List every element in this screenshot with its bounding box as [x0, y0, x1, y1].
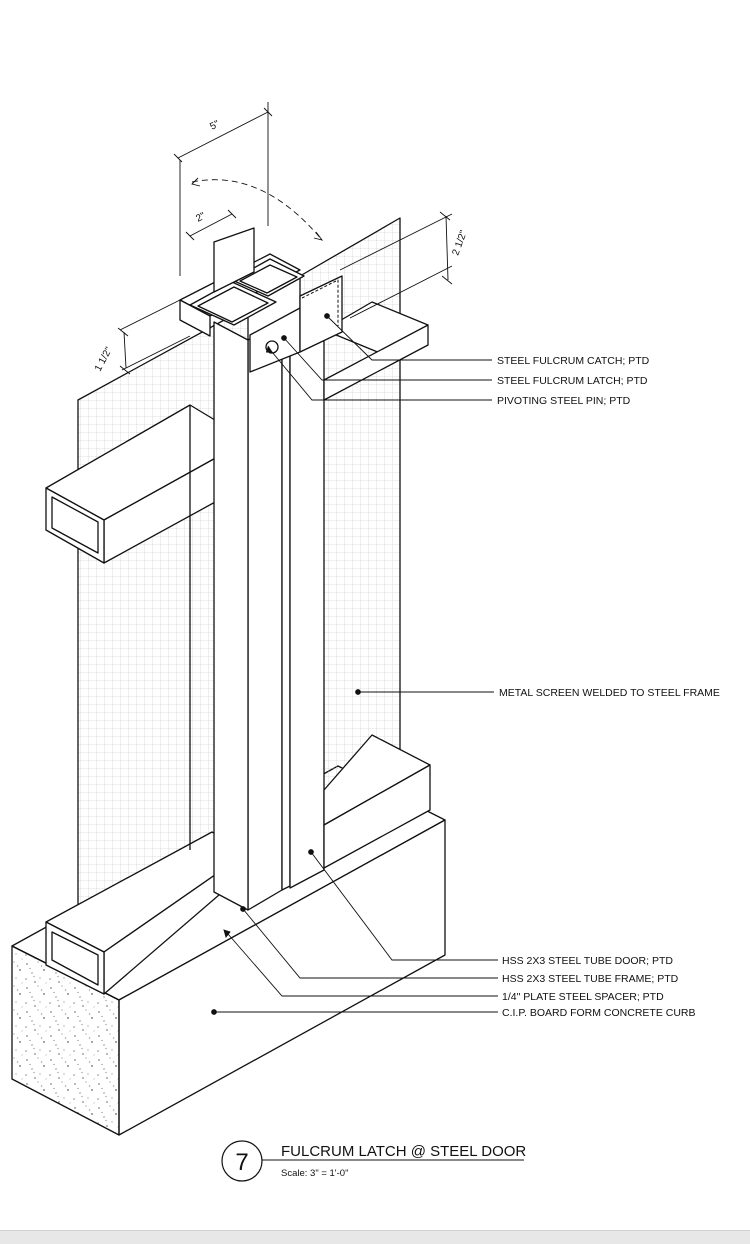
title-block: 7 FULCRUM LATCH @ STEEL DOOR Scale: 3" =… — [221, 1140, 526, 1182]
callout-tube-frame: HSS 2X3 STEEL TUBE FRAME; PTD — [502, 973, 679, 985]
callout-metal-screen: METAL SCREEN WELDED TO STEEL FRAME — [499, 687, 720, 699]
viewer-bottom-bar — [0, 1230, 750, 1244]
hss-tube-frame-vertical — [289, 299, 325, 889]
drawing-number: 7 — [235, 1149, 248, 1176]
drawing-scale: Scale: 3" = 1'-0" — [281, 1168, 348, 1179]
callout-fulcrum-catch: STEEL FULCRUM CATCH; PTD — [497, 355, 650, 367]
fulcrum-catch-plate — [299, 275, 343, 353]
dim-2-1-2in: 2 1/2" — [450, 229, 469, 257]
dimension-lines — [117, 102, 453, 375]
dim-2in: 2" — [194, 210, 208, 224]
callout-pivot-pin: PIVOTING STEEL PIN; PTD — [497, 395, 631, 407]
callout-tube-door: HSS 2X3 STEEL TUBE DOOR; PTD — [502, 955, 673, 967]
callout-concrete-curb: C.I.P. BOARD FORM CONCRETE CURB — [502, 1007, 696, 1019]
drawing-number-circle — [221, 1140, 263, 1182]
drawing-title: FULCRUM LATCH @ STEEL DOOR — [281, 1143, 526, 1160]
dim-1-1-2in: 1 1/2" — [93, 345, 115, 373]
hss-tube-door-top — [45, 404, 249, 564]
dim-5in: 5" — [208, 118, 222, 132]
callout-leaders — [211, 313, 498, 1015]
hss-tube-frame-bottom — [323, 734, 431, 869]
hss-tube-door-vertical — [213, 321, 283, 911]
fulcrum-latch-assembly — [179, 227, 305, 373]
plate-steel-spacer — [281, 317, 291, 891]
hss-tube-frame-top — [323, 301, 429, 401]
callout-plate-spacer: 1/4" PLATE STEEL SPACER; PTD — [502, 991, 664, 1003]
callout-fulcrum-latch: STEEL FULCRUM LATCH; PTD — [497, 375, 648, 387]
